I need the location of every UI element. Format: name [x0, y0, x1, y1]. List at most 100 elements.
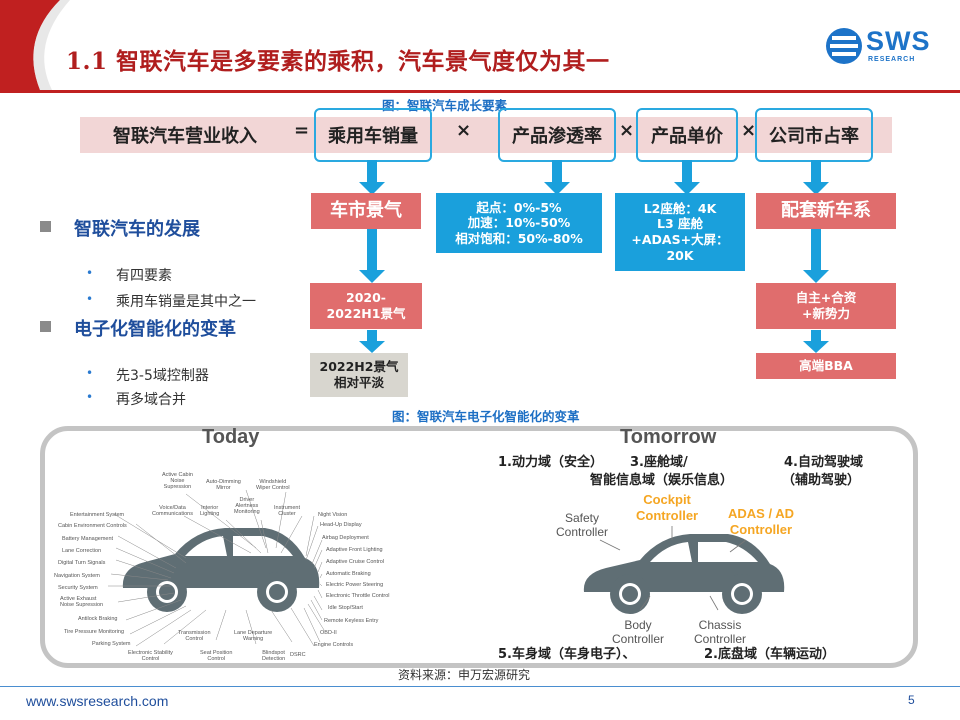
bullet-heading-development: 智联汽车的发展 [74, 219, 200, 240]
box-boom-period: 2020- 2022H1景气 [310, 283, 422, 329]
footer-divider [0, 686, 960, 687]
bullet-dot-icon: • [86, 366, 94, 380]
label-interior-lighting: Interior Lighting [200, 505, 220, 518]
formula-times-1: × [456, 120, 472, 141]
footer-url-link[interactable]: www.swsresearch.com [26, 693, 169, 709]
label-driver-alertness: Driver Alertness Monitoring [234, 497, 260, 516]
formula-term-penetration: 产品渗透率 [498, 108, 616, 162]
price-l2: L2座舱：4K [643, 200, 717, 216]
box-bba: 高端BBA [756, 353, 896, 379]
body-controller-label: Body Controller [612, 618, 665, 647]
label-parking: Parking System [92, 641, 131, 647]
label-blindspot: Blindspot Detection [262, 650, 286, 663]
box-penetration-stages: 起点：0%-5% 加速：10%-50% 相对饱和：50%-80% [436, 193, 602, 253]
penetration-accelerate: 加速：10%-50% [467, 215, 571, 231]
arrow-down-icon [803, 330, 829, 353]
arrow-down-icon [674, 160, 700, 195]
logo-subtext: RESEARCH [868, 56, 916, 63]
label-keyless-entry: Remote Keyless Entry [324, 618, 379, 624]
bullet-item: 先3-5域控制器 [116, 368, 209, 384]
bullet-dot-icon: • [86, 390, 94, 404]
tomorrow-leader-lines [599, 526, 747, 611]
label-digital-turn-signals: Digital Turn Signals [58, 560, 106, 566]
label-stability-control: Electronic Stability Control [128, 650, 173, 663]
label-voice-data: Voice/Data Communications [152, 505, 193, 518]
arrow-down-icon [544, 160, 570, 195]
source-note: 资料来源：申万宏源研究 [398, 668, 531, 682]
label-active-exhaust: Active Exhaust Noise Supression [60, 596, 104, 609]
label-windshield-wiper: Windshield Wiper Control [256, 479, 290, 492]
bullet-square-icon [40, 321, 51, 332]
label-airbag: Airbag Deployment [322, 535, 369, 541]
label-security: Security System [58, 585, 98, 591]
box-brands-mix: 自主+合资 +新势力 [756, 283, 896, 329]
formula-term-sales: 乘用车销量 [314, 108, 432, 162]
domain-cockpit-line1: 3.座舱域/ [630, 455, 688, 470]
safety-controller-label: Safety Controller [556, 511, 609, 540]
label-power-steering: Electric Power Steering [326, 582, 384, 588]
bullet-dot-icon: • [86, 266, 94, 280]
label-obd: OBD-II [320, 630, 337, 636]
price-20k: 20K [666, 247, 694, 263]
header-decoration [0, 0, 70, 90]
label-automatic-braking: Automatic Braking [326, 571, 371, 577]
label-lane-departure: Lane Departure Warning [234, 630, 273, 643]
cockpit-controller-label: Cockpit Controller [636, 492, 699, 523]
label-seat-position: Seat Position Control [200, 650, 233, 663]
car-today-icon [122, 528, 320, 612]
bullet-item: 乘用车销量是其中之一 [116, 294, 256, 310]
label-throttle-control: Electronic Throttle Control [326, 593, 390, 599]
formula-times-3: × [741, 120, 757, 141]
adas-controller-label: ADAS / AD Controller [728, 506, 794, 537]
box-new-models: 配套新车系 [756, 193, 896, 229]
formula-lhs: 智联汽车营业收入 [113, 126, 257, 147]
header-divider [0, 90, 960, 93]
label-battery-management: Battery Management [62, 536, 114, 542]
formula-term-price: 产品单价 [636, 108, 738, 162]
price-l3: L3 座舱 [656, 216, 703, 232]
label-head-up-display: Head-Up Display [320, 522, 362, 528]
label-antilock-braking: Antilock Braking [78, 616, 118, 622]
bullet-item: 有四要素 [116, 268, 172, 284]
penetration-start: 起点：0%-5% [476, 199, 562, 215]
label-idle-stop: Idle Stop/Start [328, 605, 363, 611]
box-market-cycle: 车市景气 [311, 193, 421, 229]
label-dsrc: DSRC [290, 652, 306, 658]
bullet-heading-transformation: 电子化智能化的变革 [74, 319, 236, 340]
tomorrow-heading: Tomorrow [620, 426, 717, 448]
label-instrument-cluster: Instrument Cluster [274, 505, 300, 518]
formula-times-2: × [619, 120, 635, 141]
bullet-item: 再多域合并 [116, 392, 186, 408]
domain-autonomous-line1: 4.自动驾驶域 [784, 455, 863, 470]
domain-chassis: 2.底盘域（车辆运动） [704, 647, 835, 662]
formula-equals: = [294, 120, 310, 141]
domain-autonomous-line2: （辅助驾驶） [782, 473, 861, 488]
figure2-caption: 图：智联汽车电子化智能化的变革 [392, 409, 580, 424]
label-night-vision: Night Vision [318, 512, 348, 518]
label-adaptive-front-lighting: Adaptive Front Lighting [326, 547, 383, 553]
box-unit-price: L2座舱：4K L3 座舱 +ADAS+大屏： 20K [615, 193, 745, 271]
arrow-down-icon [359, 330, 385, 353]
arrow-down-icon [803, 160, 829, 195]
label-lane-correction: Lane Correction [62, 548, 102, 554]
page-title: 1.1 智联汽车是多要素的乘积，汽车景气度仅为其一 [66, 48, 610, 75]
domain-body: 5.车身域（车身电子）、 [498, 647, 636, 662]
domain-powertrain: 1.动力域（安全） [498, 455, 603, 470]
penetration-saturation: 相对饱和：50%-80% [455, 230, 583, 246]
logo-text: SWS [866, 26, 931, 56]
label-engine-controls: Engine Controls [314, 642, 354, 648]
arrow-down-icon [359, 160, 385, 195]
formula-term-share: 公司市占率 [755, 108, 873, 162]
bullet-dot-icon: • [86, 292, 94, 306]
sws-logo: SWS RESEARCH [824, 24, 942, 70]
box-flat-period: 2022H2景气 相对平淡 [310, 353, 408, 397]
domain-cockpit-line2: 智能信息域（娱乐信息） [590, 473, 734, 488]
label-tire-pressure: Tire Pressure Monitoring [64, 629, 125, 635]
chassis-controller-label: Chassis Controller [694, 618, 747, 647]
label-auto-dimming-mirror: Auto-Dimming Mirror [206, 479, 241, 492]
label-adaptive-cruise: Adaptive Cruise Control [326, 559, 385, 565]
label-transmission: Transmission Control [178, 630, 211, 643]
arrow-down-icon [803, 228, 829, 283]
label-cabin-environment: Cabin Environment Controls [58, 523, 127, 529]
label-navigation: Navigation System [54, 573, 100, 579]
